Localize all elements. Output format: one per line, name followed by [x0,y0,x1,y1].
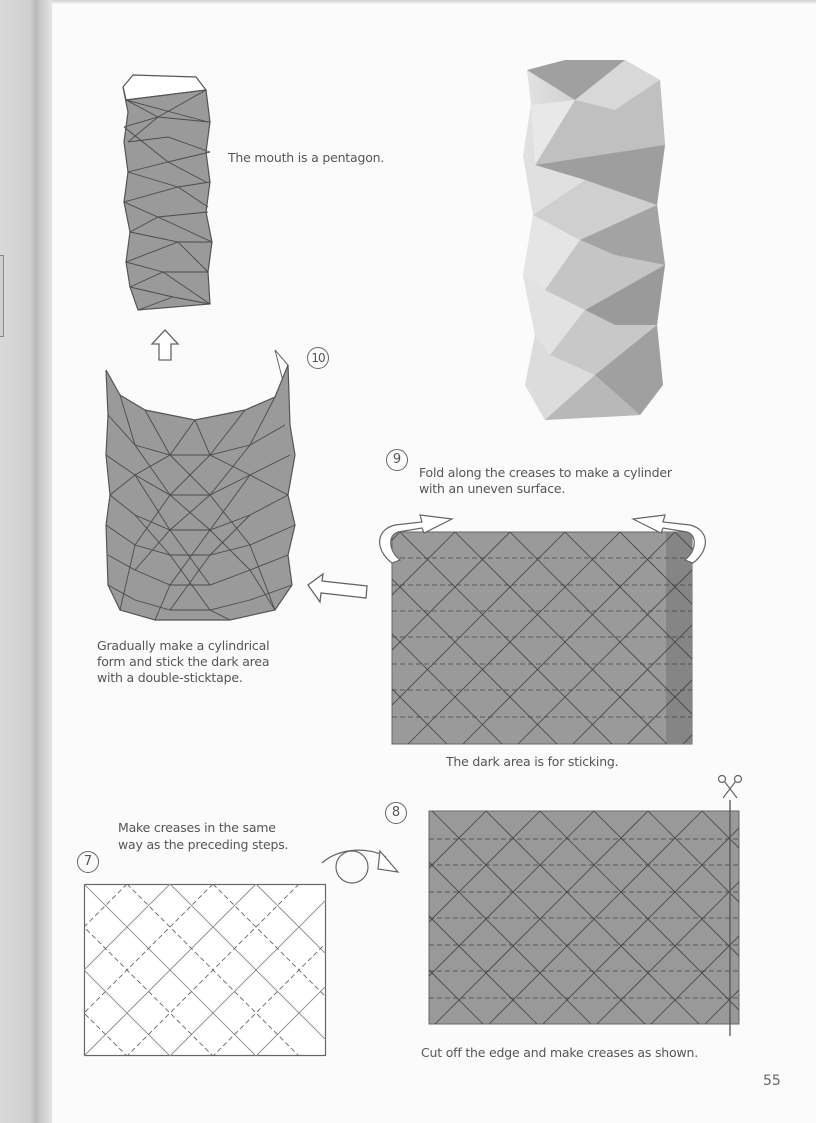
scissors-icon [717,774,743,799]
page-number: 55 [763,1073,781,1089]
curl-arrow-left-icon [379,514,455,564]
step-9-caption-line-2: with an uneven surface. [419,481,566,496]
step-10-caption-line-1: Gradually make a cylindrical [97,638,270,653]
left-arrow-icon [307,572,368,604]
result-caption: The mouth is a pentagon. [228,150,385,165]
page-top-edge [0,0,816,4]
step-9-note: The dark area is for sticking. [446,754,619,769]
step-8-number: 8 [385,802,407,824]
step-7-caption-line-1: Make creases in the same [118,820,276,835]
step-10-caption-line-2: form and stick the dark area [97,654,270,669]
step-7-caption-line-2: way as the preceding steps. [118,837,289,852]
step-9-caption-line-1: Fold along the creases to make a cylinde… [419,465,672,480]
step-7-paper-diagram [83,883,327,1057]
turn-over-icon [321,849,400,884]
vase-photo [523,60,665,420]
step-9-number: 9 [386,449,408,471]
step-8-caption: Cut off the edge and make creases as sho… [421,1045,698,1060]
step-8-paper-diagram [428,800,740,1036]
facing-page-edge [0,255,4,337]
step-9-paper-diagram [391,531,693,745]
book-gutter [0,0,52,1123]
step-10-caption-line-3: with a double-sticktape. [97,670,243,685]
step-10-number: 10 [307,347,329,369]
step-10-cylinder-diagram [105,349,296,621]
up-arrow-icon [150,329,180,361]
step-7-number: 7 [77,851,99,873]
curl-arrow-right-icon [630,514,706,564]
finished-vase-diagram [122,74,213,311]
